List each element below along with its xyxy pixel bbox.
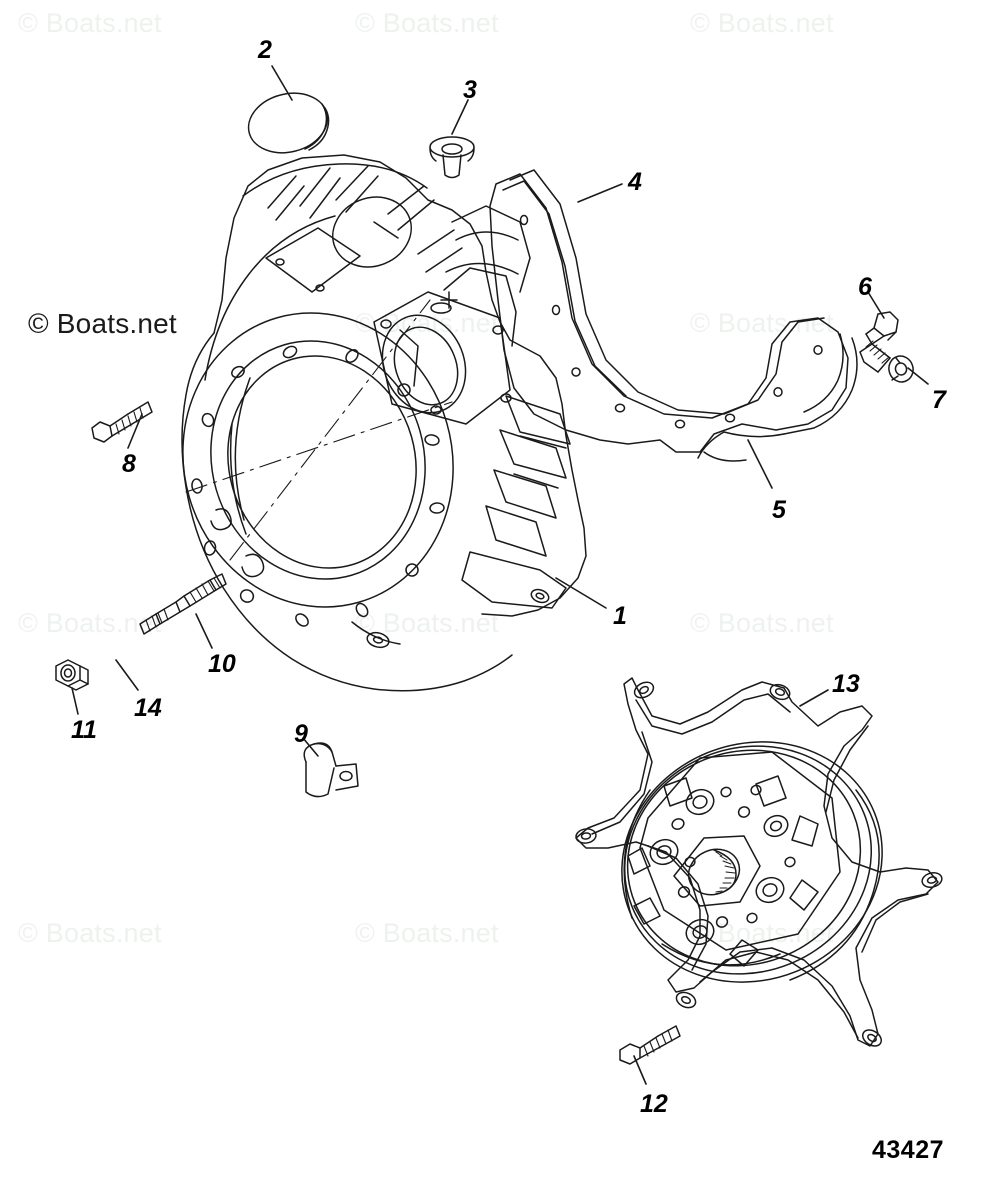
gasket-art bbox=[489, 173, 849, 453]
watermark: © Boats.net bbox=[355, 918, 499, 948]
hex-bolt-art bbox=[859, 311, 899, 373]
leader-line-13 bbox=[799, 689, 829, 707]
leader-line-9 bbox=[302, 737, 319, 757]
lock-washer-art bbox=[888, 355, 914, 383]
leader-line-1 bbox=[555, 577, 607, 609]
leader-line-4 bbox=[577, 183, 623, 203]
watermark: © Boats.net bbox=[690, 608, 834, 638]
core-plug-cap-art bbox=[247, 92, 330, 154]
flywheel-housing-art bbox=[181, 154, 587, 692]
leader-line-5 bbox=[747, 439, 773, 489]
callout-6[interactable]: 6 bbox=[858, 273, 872, 301]
cable-clamp-art bbox=[303, 742, 359, 798]
watermark: © Boats.net bbox=[18, 8, 162, 38]
callout-11[interactable]: 11 bbox=[71, 716, 97, 744]
callout-2[interactable]: 2 bbox=[258, 36, 272, 64]
callout-10[interactable]: 10 bbox=[208, 650, 236, 678]
leader-line-2 bbox=[271, 65, 293, 101]
callout-3[interactable]: 3 bbox=[463, 76, 477, 104]
callout-9[interactable]: 9 bbox=[294, 720, 308, 748]
leader-line-3 bbox=[451, 99, 469, 135]
leader-line-11 bbox=[71, 687, 79, 715]
callout-5[interactable]: 5 bbox=[772, 496, 786, 524]
callout-8[interactable]: 8 bbox=[122, 450, 136, 478]
leader-line-8 bbox=[127, 413, 143, 449]
watermark: © Boats.net bbox=[28, 308, 177, 339]
callout-1[interactable]: 1 bbox=[613, 602, 627, 630]
watermark: © Boats.net bbox=[690, 8, 834, 38]
diagram-number: 43427 bbox=[872, 1136, 945, 1164]
callout-13[interactable]: 13 bbox=[832, 670, 860, 698]
watermark: © Boats.net bbox=[18, 918, 162, 948]
callout-7[interactable]: 7 bbox=[932, 386, 946, 414]
callout-14[interactable]: 14 bbox=[134, 694, 162, 722]
watermark: © Boats.net bbox=[355, 8, 499, 38]
leader-line-7 bbox=[907, 367, 929, 385]
leader-line-14 bbox=[115, 659, 139, 691]
bolt-art bbox=[91, 401, 153, 443]
leader-line-12 bbox=[633, 1055, 647, 1085]
damper-plate-assembly-art bbox=[575, 677, 943, 1047]
hex-nut-art bbox=[55, 659, 89, 691]
flywheel-bolt-art bbox=[619, 1025, 681, 1065]
leader-line-10 bbox=[195, 613, 213, 649]
leader-line-6 bbox=[867, 291, 885, 319]
cover-plate-art bbox=[509, 169, 858, 462]
stud-art bbox=[139, 573, 227, 635]
rubber-plug-art bbox=[429, 136, 475, 179]
callout-4[interactable]: 4 bbox=[628, 168, 642, 196]
callout-12[interactable]: 12 bbox=[640, 1090, 668, 1118]
watermark: © Boats.net bbox=[18, 608, 162, 638]
watermark: © Boats.net bbox=[690, 308, 834, 338]
